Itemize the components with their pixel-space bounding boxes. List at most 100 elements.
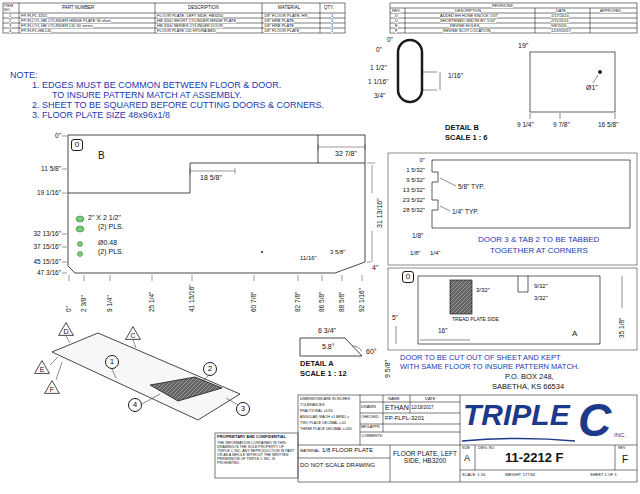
corner-detail: [530, 75, 615, 119]
detail-b-label: 0": [387, 36, 393, 43]
dimension-label: 16 5/8": [598, 121, 618, 128]
dimension-label: 18 5/8": [200, 174, 222, 182]
node-text: 0: [75, 141, 79, 149]
detail-a-label: SCALE 1 : 12: [300, 370, 347, 378]
tab-detail-label: 1/8": [412, 232, 423, 239]
bom-cell: 1/8" FLOOR PLATE, HR: [264, 14, 307, 18]
detail-b-label: 1 1/16": [368, 78, 388, 85]
revision-cell: REV.: [392, 9, 401, 13]
title-block-cell: REV: [618, 447, 625, 451]
bom-cell: FLOOR PLATE, LEFT SIDE, HB3200: [157, 14, 223, 18]
revision-triangle: D: [58, 322, 74, 336]
tolerance-text: FRACTIONAL ±1/16: [300, 410, 333, 414]
bom-cell: FP-FLCYL-HB CYLINDER HINGE PLATE 30 shor…: [21, 19, 111, 23]
plate-outline: [68, 135, 365, 273]
dimension-label: 2 3/8": [80, 295, 87, 312]
detail-a-figure: [300, 338, 362, 356]
door-view-label: TREAD PLATE SIDE: [452, 317, 499, 323]
title-block-grid: [298, 395, 637, 482]
title-block-cell: SIZE: [462, 447, 470, 451]
dimension-label: 9 1/4": [517, 121, 534, 128]
note-text: DOOR TO BE CUT OUT OF SHEET AND KEPT: [400, 354, 561, 362]
company-logo: INC.: [614, 432, 626, 439]
title-block-cell: ETHAN: [385, 404, 409, 412]
table-grid: [390, 3, 637, 33]
tab-detail-label: 5/8" TYP.: [458, 183, 485, 190]
title-block-cell: MATERIAL: [300, 449, 320, 453]
bom-cell: 1: [331, 19, 333, 23]
detail-a-label: DETAIL A: [300, 360, 334, 368]
corner-detail: [530, 52, 615, 119]
dimension-label: 45 15/16": [33, 258, 61, 265]
dimension-label: 60 7/8": [250, 292, 257, 312]
node-text: E: [40, 366, 45, 373]
dimension-label: 19 1/16": [37, 189, 61, 196]
revision-cell: REVISE HOLES: [450, 24, 479, 28]
dimension-label: 41 15/16": [188, 284, 195, 312]
title-block-cell: 12/18/2017: [411, 406, 434, 411]
bom-cell: 3: [9, 24, 11, 28]
callout-balloon: 4: [128, 398, 142, 412]
title-block-grid: [215, 433, 298, 478]
drawing-title: FLOOR PLATE, LEFT SIDE, HB3200: [392, 450, 458, 464]
dimension-label: 88 5/8": [338, 292, 345, 312]
detail-b-label: 3/4": [374, 92, 385, 99]
tab-detail-label: 1/4" TYP.: [452, 208, 479, 215]
detail-a-label: 60°: [366, 348, 377, 356]
note-text: WITH SAME FLOOR TO INSURE PATTERN MATCH.: [400, 363, 579, 371]
node-text: 2: [208, 365, 212, 373]
door-cutout-view: [518, 276, 528, 292]
dimension-label: 9 7/8": [553, 121, 570, 128]
door-cutout-view: [450, 280, 472, 314]
logo-swoosh: [462, 439, 575, 442]
detail-b-label: 1 1/2": [370, 64, 387, 71]
dimension-label: 4": [372, 264, 378, 272]
node-text: 4: [133, 401, 137, 409]
title-block-cell: WEIGHT: 177.84: [505, 473, 535, 477]
title-block-cell: 1/8 FLOOR PLATE: [322, 447, 373, 454]
detail-b-label: 0": [376, 46, 382, 53]
revision-cell: DATE: [556, 9, 566, 13]
table-grid: [390, 8, 637, 33]
node-text: F: [50, 386, 54, 393]
bom-cell: QTY.: [324, 6, 334, 11]
dimension-label: 37 15/16": [33, 243, 61, 250]
dimension-line: [69, 275, 362, 281]
title-block-cell: FP-FLPL-3201: [385, 415, 424, 422]
revision-triangle: E: [34, 360, 50, 374]
bom-cell: MATERIAL: [278, 6, 300, 11]
bom-cell: FP-FLCYL-HB CYLINDER LID 30 series: [21, 24, 93, 28]
detail-b-label: 1/16": [448, 72, 463, 79]
bom-cell: FLOOR PLATE LID HYDRA BED: [157, 29, 216, 33]
table-grid: [3, 3, 345, 33]
detail-b-slot: [422, 72, 440, 90]
title-block-cell: DWG. NO.: [478, 447, 495, 451]
node-text: C: [130, 332, 135, 339]
table-grid: [3, 3, 637, 33]
dimension-label: 19": [518, 42, 528, 50]
revision-cell: SHORTENED WIDTH BY 1/16": [440, 19, 496, 23]
revision-cell: 12/19/2017: [551, 29, 571, 33]
node-text: 1: [110, 358, 114, 366]
title-block-grid: [215, 395, 637, 482]
detail-b-label: SCALE 1 : 6: [445, 134, 488, 142]
view-letter: B: [98, 150, 105, 161]
dimension-line: [190, 144, 365, 174]
dimension-label: 82 7/8": [294, 292, 301, 312]
mounting-hole: [78, 252, 83, 257]
center-dot: [261, 251, 263, 253]
dimension-label: 47 3/16": [37, 269, 61, 276]
door-view-label: 16": [438, 327, 448, 334]
revision-cell: REVISE SLOT LOCATION: [443, 29, 490, 33]
tab-detail-label: 9 5/32": [406, 177, 425, 184]
note-text: NOTE:: [10, 71, 38, 81]
dimension-label: 32 13/16": [33, 230, 61, 237]
tab-detail-label: 28 5/32": [403, 207, 425, 214]
door-view-label: 9/32": [534, 283, 548, 290]
triangle-outline: [126, 327, 141, 340]
company-address: SABETHA, KS 66534: [492, 383, 564, 391]
dimension-label: 86 5/8": [318, 292, 325, 312]
isometric-view: [150, 377, 222, 401]
tab-detail: [432, 160, 630, 228]
tolerance-text: DIMENSIONS ARE IN INCHES: [300, 398, 350, 402]
